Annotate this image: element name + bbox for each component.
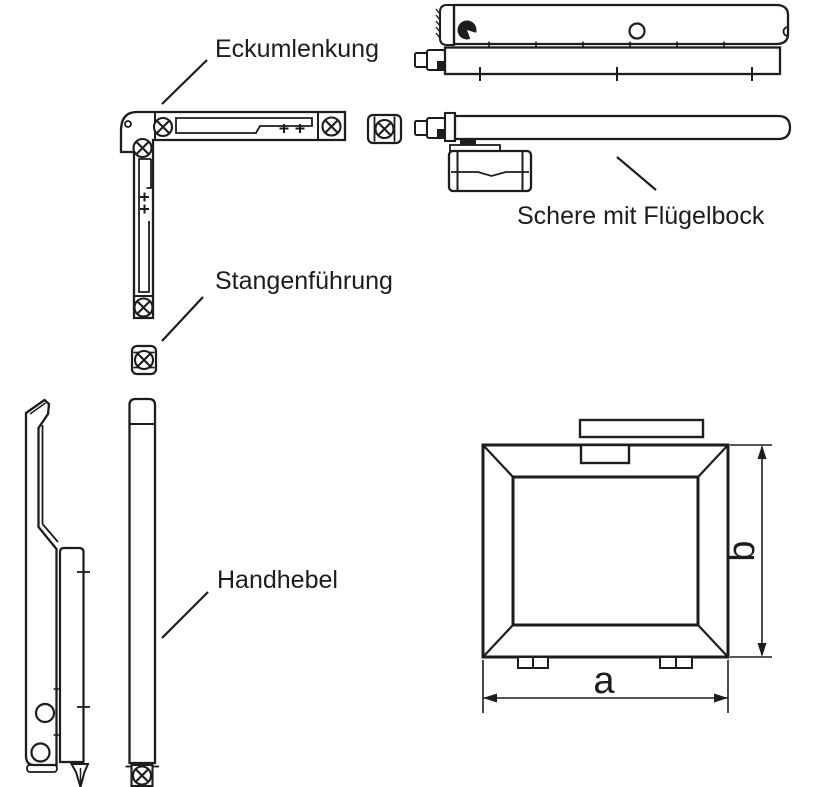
screw-icon — [132, 137, 153, 159]
screw-icon — [152, 116, 174, 138]
screw-icon — [321, 116, 342, 137]
screw-icon — [133, 297, 154, 318]
arrowhead-right — [714, 693, 728, 703]
fluegelbock-clamp-dark — [460, 140, 476, 145]
rail-cap-serration — [435, 8, 441, 39]
corner-drive-outline — [119, 110, 347, 320]
text-labels: Eckumlenkung Schere mit Flügelbock Stang… — [215, 35, 765, 594]
leader-stangenfuehrung — [161, 296, 204, 342]
schere-bracket — [443, 111, 457, 143]
horizontal-slot — [175, 117, 313, 134]
connector-notch — [437, 61, 444, 69]
lever-inner-line — [41, 523, 59, 543]
label-schere-mit-fluegelbock: Schere mit Flügelbock — [517, 202, 765, 230]
leader-eckumlenkung — [161, 59, 208, 105]
schere-arm — [453, 114, 792, 141]
rail-upper-bar — [452, 3, 790, 46]
frame-top-bar — [578, 418, 705, 439]
connector-head — [414, 52, 428, 68]
lever-hole — [30, 742, 51, 763]
rail-left-cap — [438, 3, 456, 47]
eckumlenkung-part — [119, 110, 347, 320]
label-eckumlenkung: Eckumlenkung — [215, 35, 379, 63]
rod-guide-horizontal — [366, 113, 403, 145]
arrowhead-up — [757, 445, 767, 459]
screw-icon — [374, 118, 395, 140]
connector-notch — [437, 129, 444, 137]
lever-plate — [58, 546, 85, 764]
leader-handhebel — [161, 591, 209, 639]
frame-feet — [517, 656, 693, 669]
dimension-b-label: b — [721, 540, 763, 561]
rod-guide-vertical — [130, 344, 158, 376]
guide-rail-part — [414, 3, 790, 81]
dimension-a-label: a — [593, 660, 615, 702]
lever-foot — [26, 764, 58, 773]
arrowhead-left — [483, 693, 497, 703]
dimension-a — [482, 660, 729, 713]
frame-corner-diagonals — [482, 444, 729, 658]
lever-tip-line — [29, 402, 46, 415]
handhebel-front-view — [125, 397, 159, 787]
lever-bar — [128, 397, 157, 765]
dimension-b — [730, 444, 772, 658]
screw-icon — [133, 349, 155, 371]
rail-dents — [488, 41, 725, 47]
pivot-hole-notch — [467, 30, 479, 40]
schere-part — [414, 111, 792, 193]
fluegelbock-body — [447, 149, 533, 193]
label-stangenfuehrung: Stangenführung — [215, 267, 393, 295]
rail-end-detent — [782, 26, 789, 37]
leader-lines — [161, 59, 657, 639]
connector-head — [414, 120, 428, 136]
window-frame-diagram: a b — [481, 418, 772, 713]
rail-hole — [628, 22, 646, 40]
corner-hole — [124, 120, 132, 128]
frame-top-notch — [579, 443, 631, 465]
leader-schere — [616, 156, 657, 191]
schere-connector — [414, 117, 446, 139]
frame-inner — [511, 475, 700, 627]
arrowhead-down — [757, 643, 767, 657]
lever-hole — [34, 702, 56, 724]
connector-body — [426, 49, 446, 71]
rail-lower-bar — [443, 46, 782, 76]
lever-outline — [24, 398, 58, 767]
rail-connector — [414, 49, 446, 71]
handhebel-side-view — [24, 398, 90, 787]
label-handhebel: Handhebel — [217, 566, 338, 594]
rail-tick-marks — [479, 67, 753, 81]
screw-icon — [131, 765, 153, 786]
fluegelbock-divider — [451, 171, 529, 177]
vertical-slot — [138, 158, 152, 293]
